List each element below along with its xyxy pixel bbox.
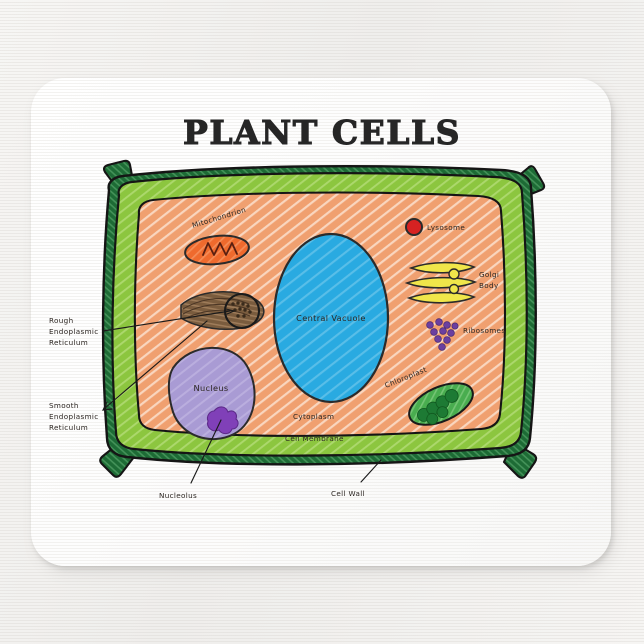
nucleus-shape	[167, 346, 256, 441]
leader-rough-er-arrow	[225, 308, 236, 315]
chloroplast-shape	[408, 382, 474, 426]
leader-smooth-er	[104, 320, 208, 409]
label-smooth-er-line2: Endoplasmic	[49, 412, 99, 421]
label-rough-er-line1: Rough	[49, 316, 74, 325]
plant-cell-diagram: Central Vacuole Mitochondrion Ro	[49, 159, 546, 500]
label-cell-membrane: Cell Membrane	[285, 434, 344, 443]
lysosome-shape	[405, 218, 423, 236]
label-central-vacuole: Central Vacuole	[296, 313, 366, 323]
leader-nucleolus	[190, 419, 222, 484]
leader-smooth-er-arrow	[102, 401, 113, 411]
label-cell-wall-group: Cell Wall	[331, 459, 382, 498]
label-golgi-body-line2: Body	[479, 281, 499, 290]
label-nucleolus-group: Nucleolus	[159, 419, 222, 500]
golgi-body-shape	[404, 261, 478, 304]
label-smooth-er-line3: Reticulum	[49, 423, 88, 432]
leader-rough-er	[102, 310, 231, 332]
label-rough-er-group: Rough Endoplasmic Reticulum	[49, 308, 236, 347]
page-title: PLANT CELLS	[182, 112, 461, 152]
central-vacuole-shape	[272, 232, 390, 404]
label-smooth-er-group: Smooth Endoplasmic Reticulum	[49, 320, 208, 432]
mitochondrion-shape	[184, 234, 250, 266]
label-cell-wall: Cell Wall	[331, 489, 365, 498]
label-nucleolus: Nucleolus	[159, 491, 197, 500]
label-lysosome: Lysosome	[427, 223, 465, 232]
label-rough-er-line3: Reticulum	[49, 338, 88, 347]
label-ribosomes: Ribosomes	[463, 326, 505, 335]
leader-cell-wall	[360, 459, 382, 483]
ribosomes-shape	[426, 318, 459, 351]
label-smooth-er-line1: Smooth	[49, 401, 79, 410]
endoplasmic-reticulum-shape	[180, 291, 265, 331]
label-rough-er-line2: Endoplasmic	[49, 327, 99, 336]
label-cytoplasm: Cytoplasm	[293, 412, 334, 421]
label-golgi-body-line1: Golgi	[479, 270, 499, 279]
label-nucleus: Nucleus	[193, 383, 228, 393]
